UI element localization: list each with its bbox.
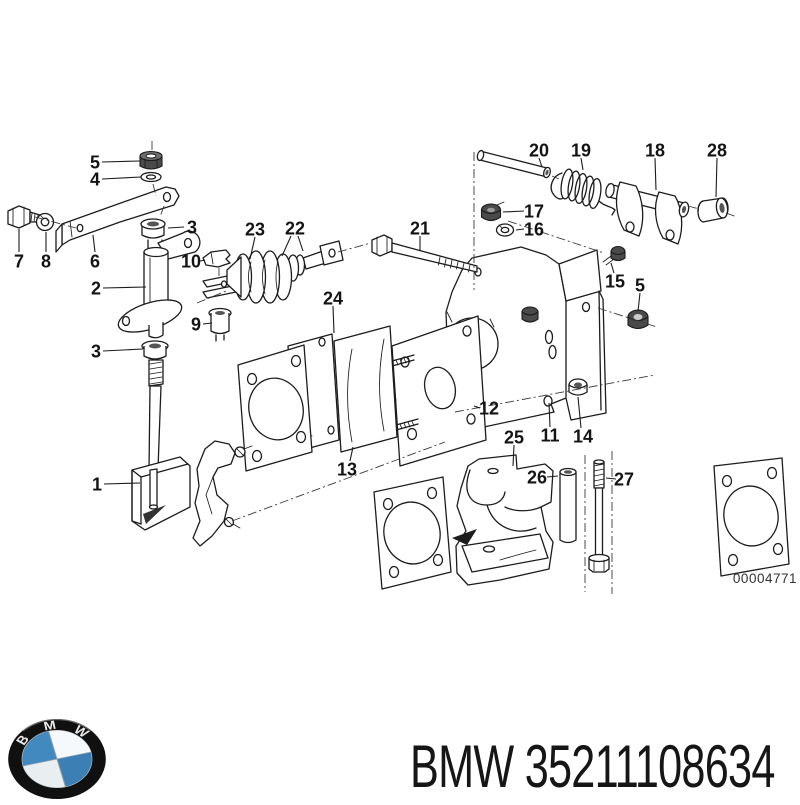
spacer-with-studs-drawing <box>333 325 419 453</box>
callout-leader <box>473 405 481 409</box>
callout-26: 26 <box>527 468 547 488</box>
callout-leader <box>512 444 515 467</box>
callout-5: 5 <box>90 153 100 173</box>
lower-bracket-drawing <box>131 440 253 547</box>
callout-5: 5 <box>635 276 645 296</box>
callout-leader <box>101 160 141 163</box>
return-spring-group-drawing <box>371 149 729 396</box>
callout-12: 12 <box>479 399 499 419</box>
watermark-code: 00004771 <box>733 571 797 586</box>
callout-10: 10 <box>181 252 201 272</box>
callout-leader <box>502 210 525 213</box>
callout-19: 19 <box>571 141 591 161</box>
callout-leader <box>349 446 354 462</box>
callout-leader <box>297 235 304 252</box>
callout-6: 6 <box>90 252 100 272</box>
callout-17: 17 <box>524 202 544 222</box>
callout-13: 13 <box>337 460 357 480</box>
mounting-plate-drawing <box>391 315 487 467</box>
flex-coupling-drawing <box>202 240 344 342</box>
callout-leader <box>199 259 206 262</box>
pedal-support-bracket-drawing <box>445 246 607 431</box>
callout-leader <box>546 475 559 478</box>
callout-2: 2 <box>91 279 101 299</box>
callout-20: 20 <box>529 141 549 161</box>
callout-16: 16 <box>524 220 544 240</box>
callout-9: 9 <box>191 315 201 335</box>
callout-leader <box>102 286 147 289</box>
callout-25: 25 <box>504 428 524 448</box>
callout-leader <box>715 157 718 198</box>
parts-diagram: 00004771 5478631022322932420191828171621… <box>7 141 797 594</box>
callout-3: 3 <box>187 218 197 238</box>
callout-leader <box>637 292 641 312</box>
callout-leader <box>101 176 142 180</box>
callout-18: 18 <box>645 141 665 161</box>
callout-leader <box>167 226 185 229</box>
callout-24: 24 <box>323 289 343 309</box>
callout-28: 28 <box>707 141 727 161</box>
callout-14: 14 <box>573 427 593 447</box>
phantom-lines <box>34 141 738 594</box>
callout-leader <box>202 322 213 325</box>
logo-quadrants <box>22 730 92 788</box>
callout-1: 1 <box>92 475 102 495</box>
left-pedal-assembly-drawing <box>7 150 201 471</box>
callout-leader <box>281 235 292 257</box>
callout-15: 15 <box>605 272 625 292</box>
logo-letter-m: M <box>42 718 57 733</box>
callout-leader <box>103 482 141 485</box>
callout-leader <box>538 157 543 168</box>
callout-23: 23 <box>245 220 265 240</box>
callout-22: 22 <box>285 219 305 239</box>
callout-4: 4 <box>90 170 100 190</box>
callout-leader <box>548 402 551 428</box>
front-gasket-drawing <box>237 344 313 472</box>
callout-leader <box>654 157 657 191</box>
callout-11: 11 <box>540 426 559 446</box>
callout-7: 7 <box>14 252 24 272</box>
callout-leader <box>92 234 96 253</box>
callout-3: 3 <box>91 342 101 362</box>
part-number-title: BMW 35211108634 <box>410 733 775 800</box>
callout-leader <box>610 262 615 274</box>
lower-bracket-group-drawing <box>373 454 790 590</box>
callout-21: 21 <box>410 219 430 239</box>
callout-leader <box>249 236 256 260</box>
callout-leader <box>577 396 582 429</box>
callout-leader <box>580 157 584 171</box>
callout-8: 8 <box>41 252 51 272</box>
callout-leader <box>102 348 144 352</box>
callout-leader <box>332 305 335 334</box>
callout-leader <box>605 477 617 480</box>
callout-27: 27 <box>614 470 634 490</box>
bmw-logo: B M W <box>8 718 106 799</box>
callout-leader <box>515 228 525 231</box>
